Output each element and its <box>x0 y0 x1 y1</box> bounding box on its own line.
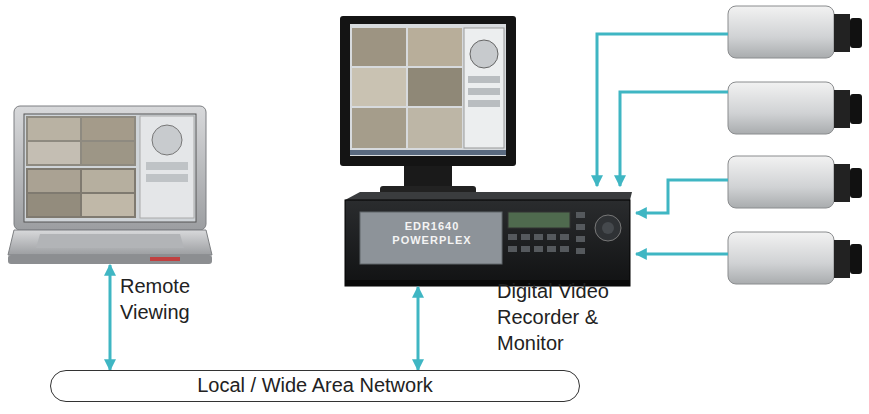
network-label: Local / Wide Area Network <box>51 371 579 400</box>
camera <box>728 232 862 284</box>
laptop <box>8 106 212 264</box>
network-link <box>109 265 112 370</box>
dvr-recorder <box>345 192 632 286</box>
dvr-node: EDR1640 POWERPLEXDigital Video Recorder … <box>345 195 630 287</box>
network-link <box>417 287 420 370</box>
camera-wire <box>597 34 728 254</box>
monitor <box>340 16 516 196</box>
camera <box>728 6 862 58</box>
caption-label: Remote Viewing <box>120 273 230 325</box>
caption-label: Digital Video Recorder & Monitor <box>497 278 632 356</box>
network-band: Local / Wide Area Network <box>50 370 580 402</box>
device-label: EDR1640 POWERPLEX <box>363 219 501 247</box>
camera <box>728 82 862 134</box>
laptop-node: Remote Viewing <box>10 105 210 265</box>
camera <box>728 156 862 208</box>
